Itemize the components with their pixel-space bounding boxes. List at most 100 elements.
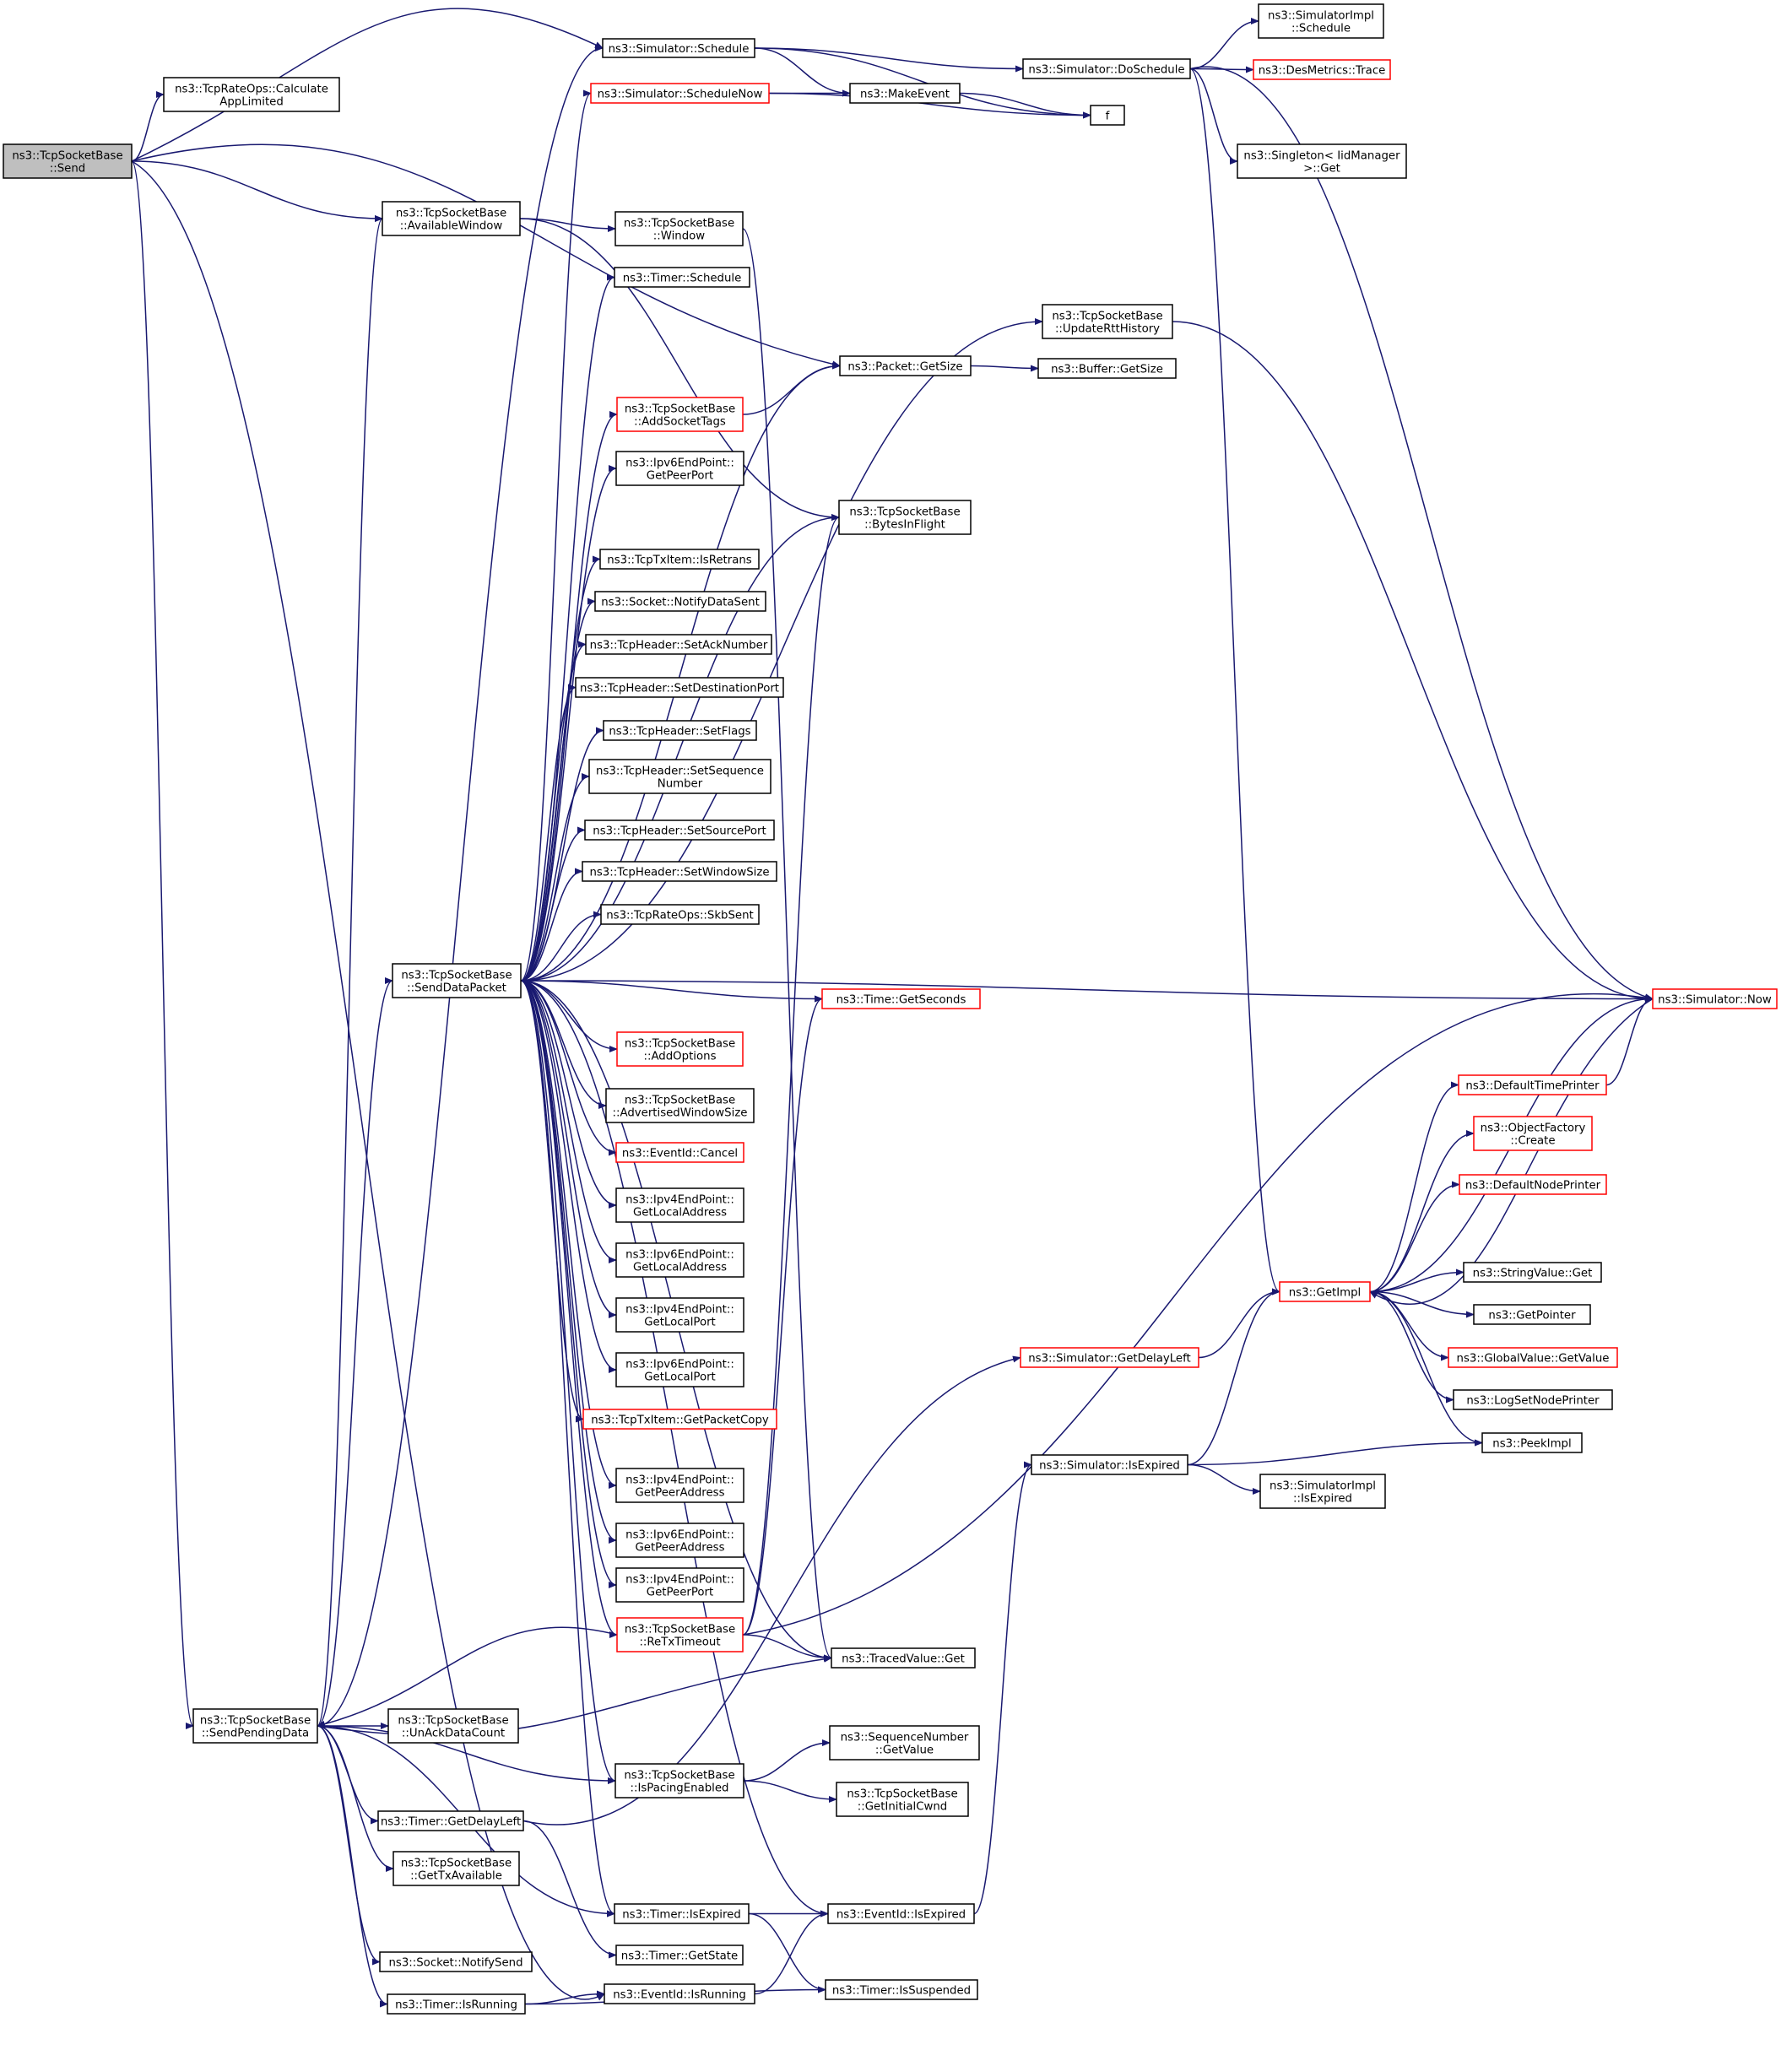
node-timegetseconds[interactable]: ns3::Time::GetSeconds <box>821 988 981 1009</box>
node-simnow[interactable]: ns3::Simulator::Now <box>1652 988 1778 1009</box>
node-timerisrunning[interactable]: ns3::Timer::IsRunning <box>387 1993 526 2015</box>
node-getpacketcopy[interactable]: ns3::TcpTxItem::GetPacketCopy <box>582 1409 777 1430</box>
node-getinitialcwnd[interactable]: ns3::TcpSocketBase::GetInitialCwnd <box>836 1782 969 1817</box>
node-singleton[interactable]: ns3::Singleton< IidManager >::Get <box>1237 143 1407 179</box>
node-eventcancel[interactable]: ns3::EventId::Cancel <box>615 1142 744 1163</box>
node-timerisexpired[interactable]: ns3::Timer::IsExpired <box>614 1903 750 1924</box>
node-box <box>615 1523 744 1558</box>
node-f[interactable]: f <box>1090 105 1125 126</box>
node-peekimpl[interactable]: ns3::PeekImpl <box>1481 1432 1583 1453</box>
node-ipv6peerport[interactable]: ns3::Ipv6EndPoint::GetPeerPort <box>615 451 744 486</box>
node-senddatapacket[interactable]: ns3::TcpSocketBase::SendDataPacket <box>392 963 522 998</box>
node-simimplschedule[interactable]: ns3::SimulatorImpl::Schedule <box>1258 3 1384 39</box>
node-label: ns3::TcpSocketBase <box>847 1788 957 1801</box>
edge-schedule-to-makeevent <box>754 47 851 97</box>
node-label: ns3::TcpSocketBase <box>625 1624 735 1636</box>
node-isretrans[interactable]: ns3::TcpTxItem::IsRetrans <box>599 549 760 570</box>
node-label: ns3::Ipv4EndPoint:: <box>625 1474 734 1487</box>
node-notifydatasent[interactable]: ns3::Socket::NotifyDataSent <box>594 591 766 612</box>
node-ipv4localport[interactable]: ns3::Ipv4EndPoint::GetLocalPort <box>615 1297 744 1333</box>
node-eventisrunning[interactable]: ns3::EventId::IsRunning <box>604 1983 755 2004</box>
node-doschedule[interactable]: ns3::Simulator::DoSchedule <box>1022 58 1191 79</box>
node-setflags[interactable]: ns3::TcpHeader::SetFlags <box>603 720 757 741</box>
node-gettxavailable[interactable]: ns3::TcpSocketBase::GetTxAvailable <box>393 1851 520 1886</box>
node-box <box>393 1851 520 1886</box>
edge-senddatapacket-to-setwinsize <box>520 868 583 982</box>
node-box <box>605 1088 755 1123</box>
node-schedulenow[interactable]: ns3::Simulator::ScheduleNow <box>590 83 770 104</box>
node-label: ns3::PeekImpl <box>1492 1438 1571 1451</box>
node-setdestport[interactable]: ns3::TcpHeader::SetDestinationPort <box>575 677 784 698</box>
node-label: ns3::Simulator::IsExpired <box>1039 1460 1180 1473</box>
node-ispacing[interactable]: ns3::TcpSocketBase::IsPacingEnabled <box>614 1763 744 1798</box>
node-advwinsize[interactable]: ns3::TcpSocketBase::AdvertisedWindowSize <box>605 1088 755 1123</box>
node-box <box>585 634 772 655</box>
node-addoptions[interactable]: ns3::TcpSocketBase::AddOptions <box>616 1031 744 1067</box>
node-ipv6localaddr[interactable]: ns3::Ipv6EndPoint::GetLocalAddress <box>615 1242 744 1278</box>
node-box <box>821 988 981 1009</box>
node-packetgetsize[interactable]: ns3::Packet::GetSize <box>839 355 972 376</box>
node-timergetstate[interactable]: ns3::Timer::GetState <box>615 1945 744 1966</box>
node-tracedvalueget[interactable]: ns3::TracedValue::Get <box>831 1647 976 1669</box>
node-makeevent[interactable]: ns3::MakeEvent <box>849 83 961 104</box>
node-box <box>836 1782 969 1817</box>
node-ipv4localaddr[interactable]: ns3::Ipv4EndPoint::GetLocalAddress <box>615 1187 744 1223</box>
node-label: ns3::TcpSocketBase <box>849 506 960 519</box>
edge-senddatapacket-to-notifydatasent <box>520 598 596 982</box>
node-globalvalue[interactable]: ns3::GlobalValue::GetValue <box>1448 1347 1618 1368</box>
edge-senddatapacket-to-ipv4localaddr <box>520 980 617 1209</box>
node-updatertt[interactable]: ns3::TcpSocketBase::UpdateRttHistory <box>1042 304 1173 339</box>
edge-senddatapacket-to-ipv6peeraddr <box>520 980 617 1544</box>
node-label: ns3::Simulator::Now <box>1658 994 1772 1007</box>
edge-schedule-to-f <box>754 47 1091 119</box>
node-label: ns3::GetPointer <box>1488 1310 1576 1322</box>
node-simisexpired[interactable]: ns3::Simulator::IsExpired <box>1031 1454 1188 1475</box>
node-buffergetsize[interactable]: ns3::Buffer::GetSize <box>1037 358 1177 379</box>
node-unackdatacount[interactable]: ns3::TcpSocketBase::UnAckDataCount <box>387 1708 519 1744</box>
node-getpointer[interactable]: ns3::GetPointer <box>1473 1304 1591 1325</box>
node-label: ns3::TcpTxItem::IsRetrans <box>607 554 752 567</box>
node-schedule[interactable]: ns3::Simulator::Schedule <box>602 38 755 58</box>
node-window[interactable]: ns3::TcpSocketBase::Window <box>614 211 744 246</box>
node-addsockettags[interactable]: ns3::TcpSocketBase::AddSocketTags <box>616 397 744 432</box>
node-label: ns3::Time::GetSeconds <box>836 994 966 1007</box>
node-simgetdelayleft[interactable]: ns3::Simulator::GetDelayLeft <box>1020 1347 1199 1368</box>
node-skbsent[interactable]: ns3::TcpRateOps::SkbSent <box>600 904 760 925</box>
edge-send-to-eventisrunning <box>131 160 605 2001</box>
node-logsetnodeprinter[interactable]: ns3::LogSetNodePrinter <box>1453 1389 1613 1410</box>
node-ipv6peeraddr[interactable]: ns3::Ipv6EndPoint::GetPeerAddress <box>615 1523 744 1558</box>
node-label: ::Window <box>653 230 706 243</box>
node-ipv6localport[interactable]: ns3::Ipv6EndPoint::GetLocalPort <box>615 1352 744 1387</box>
node-desmetrics[interactable]: ns3::DesMetrics::Trace <box>1253 59 1391 80</box>
node-objectfactory[interactable]: ns3::ObjectFactory::Create <box>1473 1116 1593 1151</box>
node-availwin[interactable]: ns3::TcpSocketBase::AvailableWindow <box>382 201 521 236</box>
node-timerissuspended[interactable]: ns3::Timer::IsSuspended <box>825 1979 978 2000</box>
node-label: ::Schedule <box>1291 23 1351 35</box>
node-eventisexpired[interactable]: ns3::EventId::IsExpired <box>827 1903 975 1924</box>
node-simimplisexpired[interactable]: ns3::SimulatorImpl::IsExpired <box>1259 1474 1386 1509</box>
node-label: ns3::Ipv6EndPoint:: <box>625 1529 734 1542</box>
node-retxtimeout[interactable]: ns3::TcpSocketBase::ReTxTimeout <box>616 1617 744 1652</box>
node-defaulttimeprinter[interactable]: ns3::DefaultTimePrinter <box>1458 1074 1607 1095</box>
node-send[interactable]: ns3::TcpSocketBase::Send <box>3 143 133 179</box>
node-bytesinflight[interactable]: ns3::TcpSocketBase::BytesInFlight <box>838 500 972 535</box>
node-defaultnodeprinter[interactable]: ns3::DefaultNodePrinter <box>1459 1174 1607 1195</box>
node-stringvalueget[interactable]: ns3::StringValue::Get <box>1463 1262 1602 1283</box>
node-setwinsize[interactable]: ns3::TcpHeader::SetWindowSize <box>582 861 777 882</box>
node-getimpl[interactable]: ns3::GetImpl <box>1279 1281 1371 1302</box>
node-label: ::SendPendingData <box>202 1728 309 1740</box>
node-setacknumber[interactable]: ns3::TcpHeader::SetAckNumber <box>585 634 772 655</box>
node-label: ns3::Buffer::GetSize <box>1051 364 1163 376</box>
node-box <box>192 1708 318 1744</box>
node-notifysend[interactable]: ns3::Socket::NotifySend <box>379 1951 533 1972</box>
node-setsrcport[interactable]: ns3::TcpHeader::SetSourcePort <box>584 819 775 841</box>
node-ipv4peeraddr[interactable]: ns3::Ipv4EndPoint::GetPeerAddress <box>615 1468 744 1503</box>
node-seqgetvalue[interactable]: ns3::SequenceNumber::GetValue <box>829 1725 980 1761</box>
node-timergetdelayleft[interactable]: ns3::Timer::GetDelayLeft <box>377 1810 524 1831</box>
node-sendpending[interactable]: ns3::TcpSocketBase::SendPendingData <box>192 1708 318 1744</box>
node-timerschedule[interactable]: ns3::Timer::Schedule <box>614 267 750 288</box>
node-label: ns3::Simulator::Schedule <box>609 43 750 56</box>
node-ipv4peerport[interactable]: ns3::Ipv4EndPoint::GetPeerPort <box>615 1567 744 1603</box>
